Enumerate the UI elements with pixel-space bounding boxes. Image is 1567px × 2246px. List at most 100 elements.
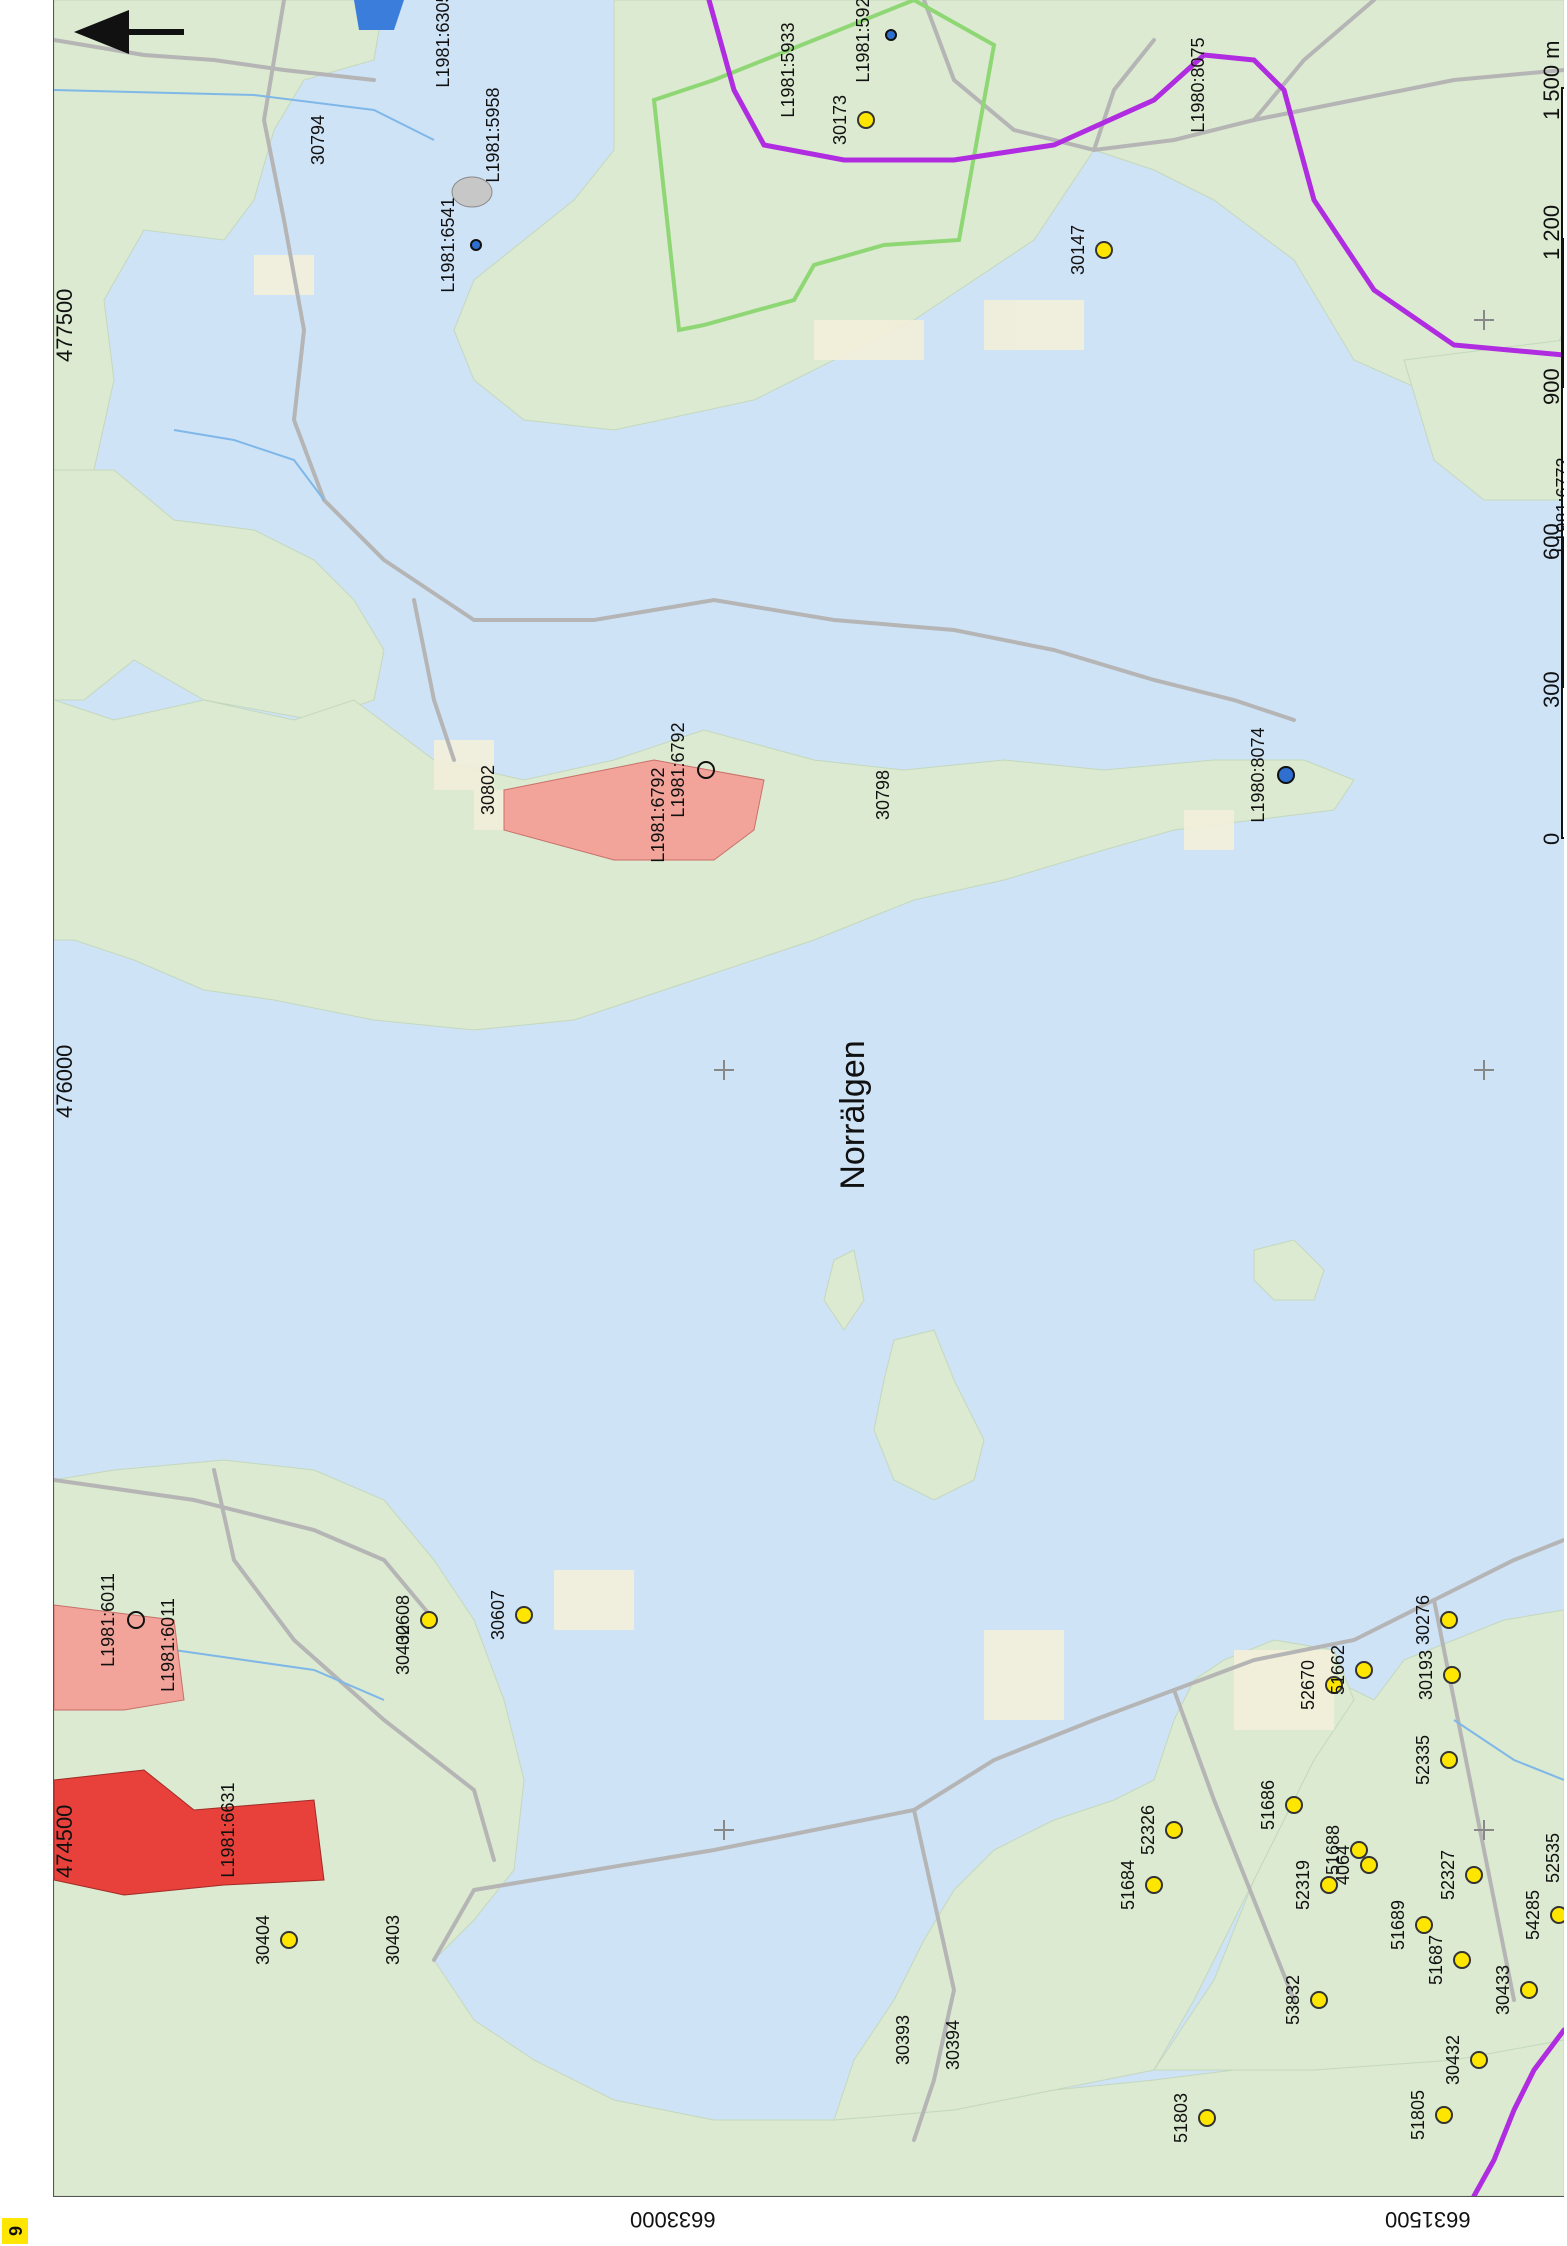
coord-x-476000: 476000 [53, 1044, 77, 1118]
find-label-L1981:6305: L1981:6305 [433, 0, 453, 88]
find-label-L1981:6011: L1981:6011 [98, 1573, 118, 1667]
site-label-30147: 30147 [1068, 225, 1088, 275]
site-marker-52319[interactable] [1320, 1876, 1338, 1894]
scale-label-1500: 1 500 m [1539, 41, 1564, 121]
site-label-30402: 30402 [393, 1625, 413, 1675]
scale-label-0: 0 [1539, 833, 1564, 845]
lake-label: Norrälgen [834, 1040, 872, 1189]
site-label-30794: 30794 [308, 115, 328, 165]
site-label-30608: 30608 [393, 1595, 413, 1645]
site-marker-4064[interactable] [1360, 1856, 1378, 1874]
site-marker-30433[interactable] [1520, 1981, 1538, 1999]
red-zone-north [54, 1769, 325, 1896]
find-label-L1981:6792: L1981:6792 [648, 767, 668, 862]
pink-zone-central [503, 759, 765, 861]
site-marker-30173[interactable] [857, 111, 875, 129]
field-patches [254, 255, 1334, 1730]
boundary-line [706, 0, 1564, 2196]
site-marker-51688[interactable] [1350, 1841, 1368, 1859]
roads [54, 0, 1564, 2142]
find-marker-L1981:6011[interactable] [127, 1611, 145, 1629]
scale-labels: 0 300 600 900 1 200 1 500 m [1539, 41, 1564, 846]
coord-x-474500: 474500 [53, 1804, 77, 1878]
find-marker-L1980:8074[interactable] [1277, 766, 1295, 784]
find-label-L1981:6541: L1981:6541 [438, 197, 458, 292]
site-label-52327: 52327 [1438, 1850, 1458, 1900]
site-label-30802: 30802 [478, 765, 498, 815]
site-label-51684: 51684 [1118, 1860, 1138, 1910]
protected-area-outline [651, 0, 997, 333]
site-marker-51805[interactable] [1435, 2106, 1453, 2124]
site-marker-52327[interactable] [1465, 1866, 1483, 1884]
find-marker-L1981:6541[interactable] [470, 239, 482, 251]
site-marker-30607[interactable] [515, 1606, 533, 1624]
find-label-L1981:6792: L1981:6792 [668, 722, 688, 817]
find-label-L1981:6631: L1981:6631 [218, 1782, 238, 1877]
site-marker-51689[interactable] [1415, 1916, 1433, 1934]
site-marker-51684[interactable] [1145, 1876, 1163, 1894]
site-label-52335: 52335 [1413, 1735, 1433, 1785]
map-canvas[interactable]: Norrälgen 0 300 600 900 1 200 1 500 m 30… [54, 0, 1564, 2196]
site-label-51686: 51686 [1258, 1780, 1278, 1830]
site-marker-52335[interactable] [1440, 1751, 1458, 1769]
site-marker-30432[interactable] [1470, 2051, 1488, 2069]
site-marker-53832[interactable] [1310, 1991, 1328, 2009]
blue-find-area-north [354, 0, 404, 30]
find-label-L1980:8075: L1980:8075 [1188, 37, 1208, 132]
site-marker-54285[interactable] [1550, 1906, 1564, 1924]
site-label-30276: 30276 [1413, 1595, 1433, 1645]
find-label-L1980:8074: L1980:8074 [1248, 727, 1268, 822]
site-label-30798: 30798 [873, 770, 893, 820]
site-marker-30193[interactable] [1443, 1666, 1461, 1684]
gray-find-area [451, 176, 493, 208]
coord-y-6633000: 6633000 [630, 2207, 716, 2232]
site-marker-30404[interactable] [280, 1931, 298, 1949]
page-number-badge: 6 [2, 2218, 28, 2244]
site-label-52319: 52319 [1293, 1860, 1313, 1910]
site-label-51662: 51662 [1328, 1645, 1348, 1695]
find-label-L1981:6011: L1981:6011 [158, 1598, 178, 1692]
north-arrow-icon [74, 10, 184, 54]
scale-label-900: 900 [1539, 368, 1564, 405]
scale-label-300: 300 [1539, 671, 1564, 708]
site-marker-51803[interactable] [1198, 2109, 1216, 2127]
pink-zone-north [54, 1604, 185, 1711]
site-label-4064: 4064 [1333, 1845, 1353, 1885]
site-label-51803: 51803 [1171, 2093, 1191, 2143]
map-frame[interactable]: Norrälgen 0 300 600 900 1 200 1 500 m 30… [53, 0, 1564, 2197]
site-label-30433: 30433 [1493, 1965, 1513, 2015]
site-marker-52670[interactable] [1325, 1676, 1343, 1694]
site-marker-30608[interactable] [420, 1611, 438, 1629]
find-label-L1981:5958: L1981:5958 [483, 87, 503, 182]
site-marker-30147[interactable] [1095, 241, 1113, 259]
grid-crosses [714, 310, 1494, 1840]
site-marker-52326[interactable] [1165, 1821, 1183, 1839]
site-label-30432: 30432 [1443, 2035, 1463, 2085]
site-label-30394: 30394 [943, 2020, 963, 2070]
site-label-30404: 30404 [253, 1915, 273, 1965]
find-marker-L1981:5927[interactable] [885, 29, 897, 41]
site-label-54285: 54285 [1523, 1890, 1543, 1940]
site-label-30173: 30173 [830, 95, 850, 145]
site-marker-51662[interactable] [1355, 1661, 1373, 1679]
find-label-L1981:5927: L1981:5927 [853, 0, 873, 83]
site-label-51805: 51805 [1408, 2090, 1428, 2140]
scale-label-600: 600 [1539, 523, 1564, 560]
coord-y-6631500: 6631500 [1385, 2207, 1471, 2232]
site-marker-30276[interactable] [1440, 1611, 1458, 1629]
site-label-52326: 52326 [1138, 1805, 1158, 1855]
site-label-30403: 30403 [383, 1915, 403, 1965]
site-label-30393: 30393 [893, 2015, 913, 2065]
scale-bar [1561, 87, 1564, 839]
find-label-L1981:5933: L1981:5933 [778, 22, 798, 117]
site-label-51688: 51688 [1323, 1825, 1343, 1875]
site-label-51687: 51687 [1426, 1935, 1446, 1985]
site-label-30193: 30193 [1416, 1650, 1436, 1700]
find-marker-L1981:6792[interactable] [697, 761, 715, 779]
site-label-52670: 52670 [1298, 1660, 1318, 1710]
scale-label-1200: 1 200 [1539, 205, 1564, 260]
site-marker-51687[interactable] [1453, 1951, 1471, 1969]
site-marker-51686[interactable] [1285, 1796, 1303, 1814]
